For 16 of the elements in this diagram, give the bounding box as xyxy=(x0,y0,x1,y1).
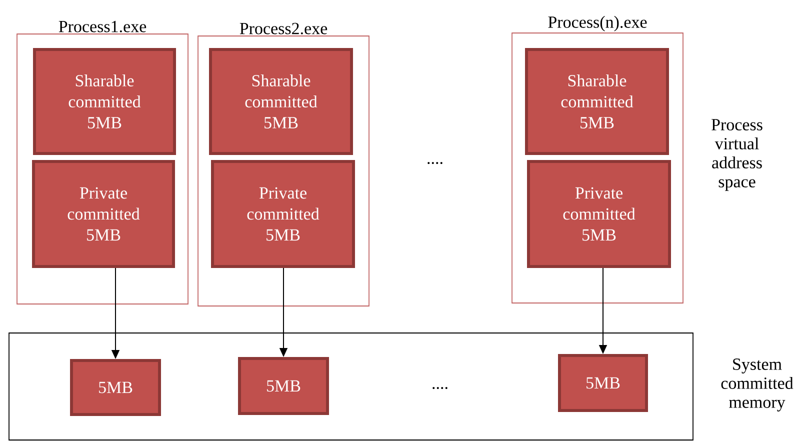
memory-block: Sharable committed 5MB xyxy=(209,48,353,155)
node-label: Process2.exe xyxy=(240,22,328,34)
node-label: Process1.exe xyxy=(58,20,146,32)
memory-block: 5MB xyxy=(238,357,329,415)
text-label: .... xyxy=(428,162,442,164)
memory-block: Sharable committed 5MB xyxy=(525,48,669,155)
text-label: Process virtual address space xyxy=(712,119,762,191)
memory-block: Private committed 5MB xyxy=(32,160,175,268)
memory-block: Private committed 5MB xyxy=(211,160,355,268)
memory-block: Sharable committed 5MB xyxy=(33,48,176,155)
node-label: Process(n).exe xyxy=(548,16,647,32)
memory-block: 5MB xyxy=(558,354,648,412)
memory-block: Private committed 5MB xyxy=(527,160,671,268)
memory-block: 5MB xyxy=(70,359,161,416)
text-label: .... xyxy=(432,386,448,389)
side-label: System committed memory xyxy=(721,358,794,412)
